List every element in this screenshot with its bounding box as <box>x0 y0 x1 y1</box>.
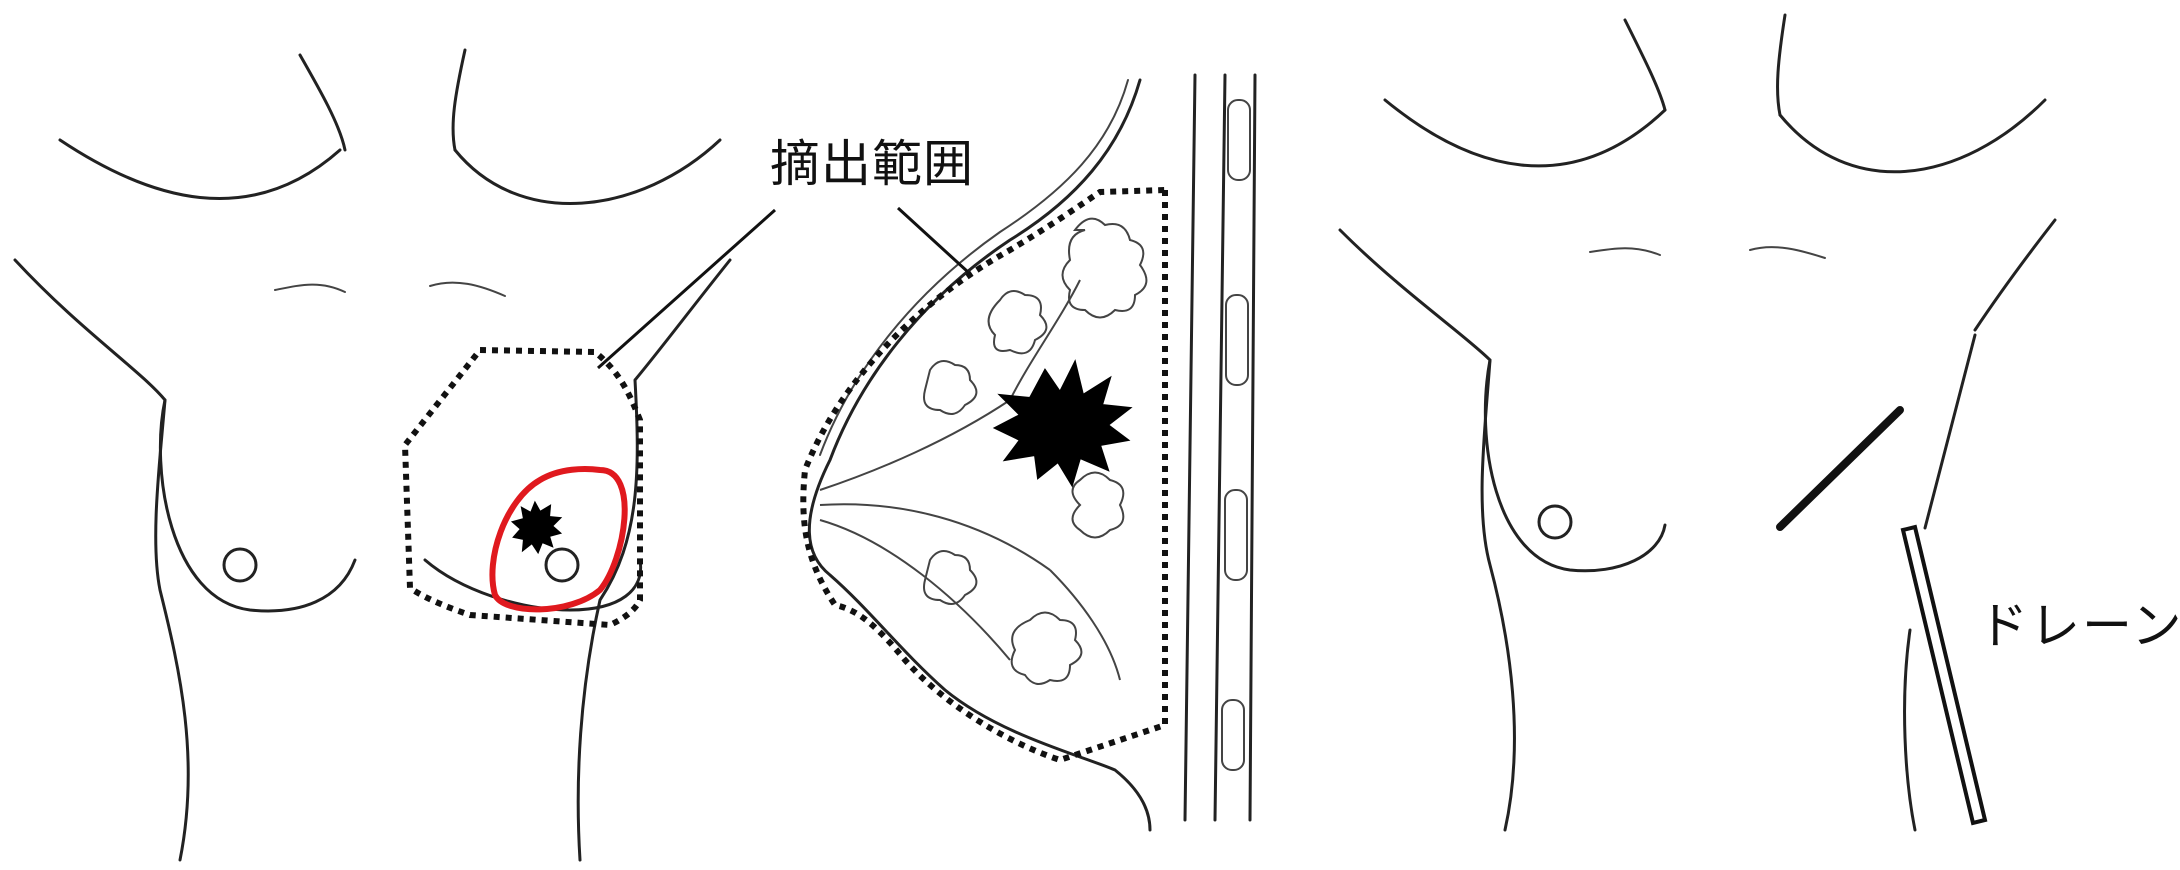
drain-line <box>1925 335 1975 528</box>
right-torso-right-side <box>1975 220 2055 330</box>
excision-range-label: 摘出範囲 <box>770 124 974 196</box>
drain-label: ドレーン <box>1978 586 2180 658</box>
incision-scar <box>1780 410 1900 527</box>
left-torso-neck <box>300 50 465 150</box>
chest-wall-segments <box>1222 100 1250 770</box>
left-torso-left-side <box>15 260 188 860</box>
cross-section-excision-boundary <box>803 190 1165 760</box>
left-torso-collarbones <box>275 283 505 296</box>
right-torso-right-flank <box>1905 630 1915 830</box>
left-nipple-icon <box>224 549 256 581</box>
right-torso-left-side <box>1340 230 1514 830</box>
right-torso-collarbones <box>1590 247 1825 258</box>
left-torso-right-side <box>578 260 730 860</box>
left-torso-shoulders <box>60 140 720 204</box>
left-tumor-starburst-icon <box>513 503 560 552</box>
left-torso <box>15 50 730 860</box>
incision-outline <box>492 469 624 609</box>
left-torso-left-breast <box>160 400 355 611</box>
right-torso-neck <box>1625 15 1785 115</box>
right-nipple-icon <box>546 549 578 581</box>
excision-leader-left <box>598 210 775 368</box>
drain-tube-icon <box>1903 527 1985 823</box>
excision-leader-middle <box>898 208 968 272</box>
right-torso-left-breast <box>1485 360 1665 571</box>
cross-section-tumor-starburst-icon <box>995 362 1130 485</box>
right-torso-shoulders <box>1385 100 2045 172</box>
right-torso <box>1340 15 2055 830</box>
right-torso-nipple-icon <box>1539 506 1571 538</box>
